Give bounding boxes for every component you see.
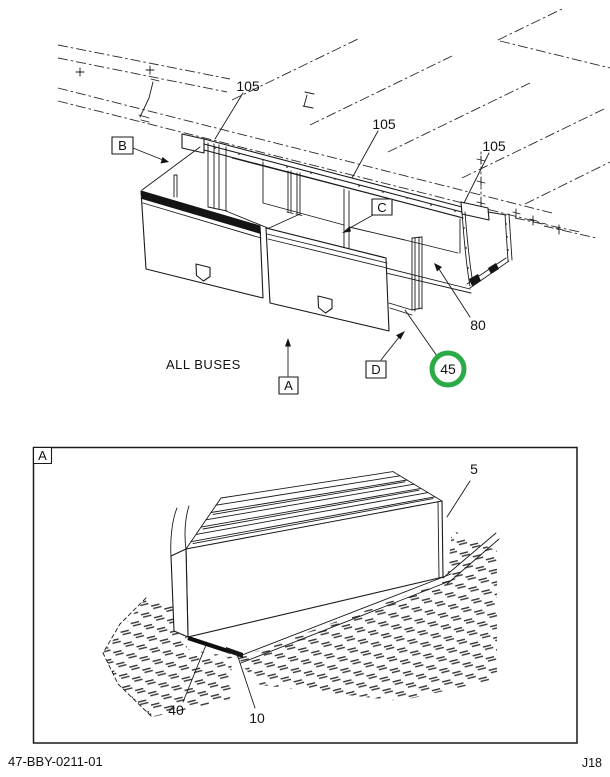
callout-105-2: 105 xyxy=(372,116,396,132)
detail-view-a: A xyxy=(32,446,578,744)
callout-5: 5 xyxy=(470,461,478,477)
main-view: 105 105 105 80 45 B C A xyxy=(57,8,610,395)
callout-45: 45 xyxy=(440,361,456,377)
seal-strip-40 xyxy=(187,636,232,654)
chassis-phantom-lines xyxy=(57,8,610,239)
svg-text:A: A xyxy=(38,448,47,463)
page-code: J18 xyxy=(582,756,602,770)
detail-ref-label-a: A xyxy=(32,446,53,465)
view-ref-a: A xyxy=(278,338,299,395)
corner-bracket-10 xyxy=(226,647,243,658)
view-ref-c: C xyxy=(342,198,393,233)
drawing-number: 47-BBY-0211-01 xyxy=(8,754,103,769)
svg-text:D: D xyxy=(371,362,380,377)
highlight-circle-45 xyxy=(429,350,467,388)
callout-105-1: 105 xyxy=(236,78,260,94)
chassis-detail-marks xyxy=(75,65,564,235)
door-handle xyxy=(195,263,211,282)
callout-10: 10 xyxy=(249,710,265,726)
highlight-callout-45: 45 xyxy=(429,350,467,388)
callout-80: 80 xyxy=(470,317,486,333)
compartment-tub xyxy=(141,142,513,294)
leader-lines xyxy=(214,92,490,357)
tray-ribs xyxy=(185,471,443,550)
applicability-note: ALL BUSES xyxy=(166,357,241,372)
view-ref-d: D xyxy=(365,331,405,379)
rail-rivets xyxy=(214,147,456,212)
view-ref-b: B xyxy=(111,136,169,164)
callout-105-3: 105 xyxy=(482,138,506,154)
svg-text:C: C xyxy=(377,200,386,215)
detail-leaders xyxy=(182,480,471,709)
door-seal-frame xyxy=(388,236,423,316)
callout-40: 40 xyxy=(168,702,184,718)
floor-hatching xyxy=(102,530,497,718)
detail-view-border xyxy=(32,446,578,744)
svg-text:B: B xyxy=(118,138,127,153)
compartment-door-left xyxy=(140,190,264,299)
floor-rails xyxy=(236,532,500,664)
door-handle xyxy=(317,295,333,314)
compartment-door-right xyxy=(265,227,390,332)
svg-text:A: A xyxy=(284,378,293,393)
battery-tray xyxy=(170,471,444,658)
